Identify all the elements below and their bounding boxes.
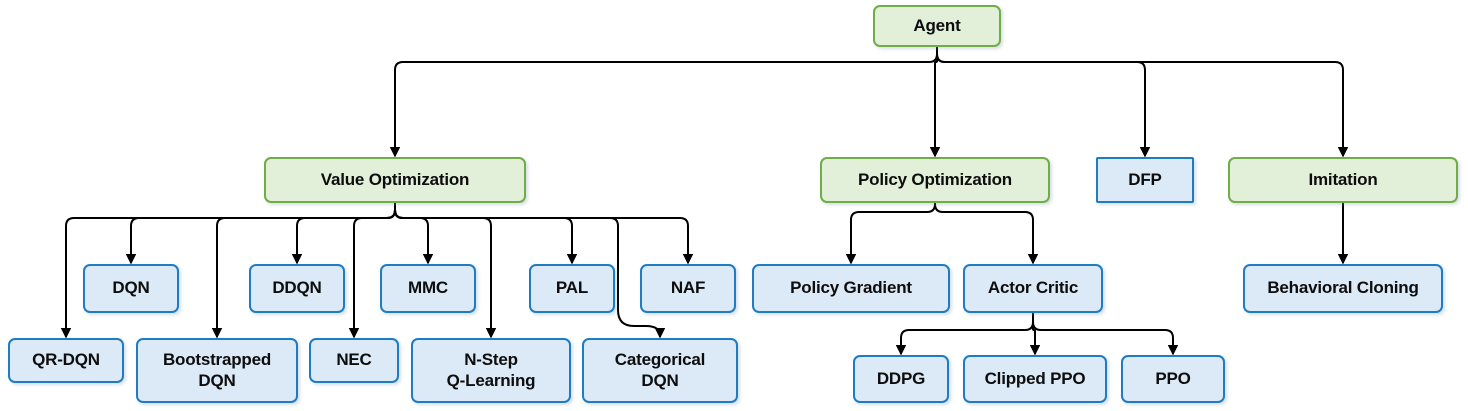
node-imitation[interactable]: Imitation [1228, 157, 1458, 203]
node-actor_critic[interactable]: Actor Critic [963, 264, 1103, 313]
edge-actor_critic-to-clipped_ppo [1029, 313, 1041, 356]
node-label: Policy Optimization [858, 169, 1012, 189]
node-nec[interactable]: NEC [309, 338, 399, 383]
edge-actor_critic-to-ddpg [895, 313, 1034, 356]
node-label: Agent [913, 15, 961, 35]
node-label: Imitation [1308, 169, 1378, 189]
node-label: Bootstrapped DQN [162, 350, 272, 390]
node-policy_optimization[interactable]: Policy Optimization [820, 157, 1050, 203]
edge-value_optimization-to-mmc [394, 203, 434, 265]
node-label: Categorical DQN [614, 350, 706, 390]
node-dqn[interactable]: DQN [83, 264, 179, 313]
node-label: PPO [1155, 368, 1191, 388]
node-behavioral_cloning[interactable]: Behavioral Cloning [1243, 264, 1443, 313]
node-label: DDPG [876, 368, 926, 388]
node-naf[interactable]: NAF [640, 264, 736, 313]
node-label: NAF [670, 278, 706, 298]
node-label: N-Step Q-Learning [446, 350, 536, 390]
edge-policy_optimization-to-policy_gradient [845, 203, 936, 265]
node-categorical_dqn[interactable]: Categorical DQN [582, 338, 738, 403]
node-label: Clipped PPO [984, 368, 1086, 388]
edge-agent-to-policy_optimization [929, 47, 941, 158]
edge-value_optimization-to-pal [394, 203, 578, 265]
node-label: DQN [112, 278, 150, 298]
edge-agent-to-dfp [936, 47, 1151, 158]
node-mmc[interactable]: MMC [380, 264, 476, 313]
node-label: Actor Critic [987, 278, 1079, 298]
node-label: QR-DQN [32, 350, 100, 370]
edge-actor_critic-to-ppo [1032, 313, 1179, 356]
node-label: Policy Gradient [790, 278, 912, 298]
edge-value_optimization-to-dqn [125, 203, 396, 265]
node-pal[interactable]: PAL [529, 264, 615, 313]
edge-policy_optimization-to-actor_critic [934, 203, 1039, 265]
node-label: PAL [555, 278, 589, 298]
node-label: Behavioral Cloning [1267, 278, 1419, 298]
node-ddpg[interactable]: DDPG [853, 355, 949, 403]
node-ppo[interactable]: PPO [1121, 355, 1225, 403]
node-label: Value Optimization [320, 169, 470, 189]
node-label: NEC [336, 350, 372, 370]
node-ddqn[interactable]: DDQN [249, 264, 345, 313]
node-label: DDQN [272, 278, 322, 298]
node-dfp[interactable]: DFP [1096, 157, 1194, 203]
node-value_optimization[interactable]: Value Optimization [264, 157, 526, 203]
node-clipped_ppo[interactable]: Clipped PPO [963, 355, 1107, 403]
edge-agent-to-imitation [936, 47, 1349, 158]
edge-agent-to-value_optimization [389, 47, 938, 158]
node-policy_gradient[interactable]: Policy Gradient [752, 264, 950, 313]
node-nstep_q[interactable]: N-Step Q-Learning [411, 338, 571, 403]
edge-value_optimization-to-ddqn [291, 203, 396, 265]
node-label: DFP [1128, 169, 1162, 189]
node-qr_dqn[interactable]: QR-DQN [8, 338, 124, 383]
node-agent[interactable]: Agent [873, 5, 1001, 47]
node-label: MMC [408, 278, 448, 298]
edge-value_optimization-to-naf [394, 203, 694, 265]
node-bootstrapped[interactable]: Bootstrapped DQN [136, 338, 298, 403]
